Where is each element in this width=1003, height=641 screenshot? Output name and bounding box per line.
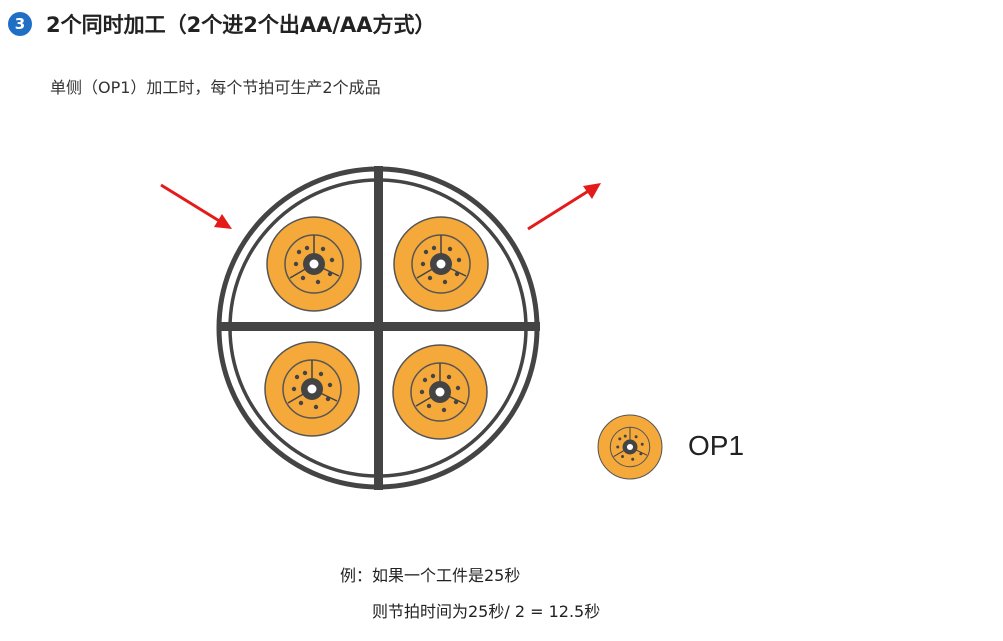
workpiece-icon	[393, 216, 489, 312]
example-line-2: 则节拍时间为25秒/ 2 = 12.5秒	[372, 602, 601, 621]
table-divider-horizontal	[217, 322, 540, 331]
step-number-badge: 3	[8, 12, 32, 36]
legend-op1-label: OP1	[688, 430, 745, 461]
description-text: 单侧（OP1）加工时，每个节拍可生产2个成品	[50, 78, 381, 97]
workpiece-icon	[392, 344, 488, 440]
workpiece-icon	[266, 216, 362, 312]
arrow-in-icon	[160, 183, 232, 229]
legend-workpiece-icon	[597, 414, 663, 480]
workpiece-icon	[264, 341, 360, 437]
arrow-out-icon	[527, 183, 601, 231]
section-title: 2个同时加工（2个进2个出AA/AA方式）	[46, 13, 436, 37]
example-line-1: 例：如果一个工件是25秒	[340, 566, 521, 585]
section-header: 3 2个同时加工（2个进2个出AA/AA方式）	[8, 9, 436, 39]
